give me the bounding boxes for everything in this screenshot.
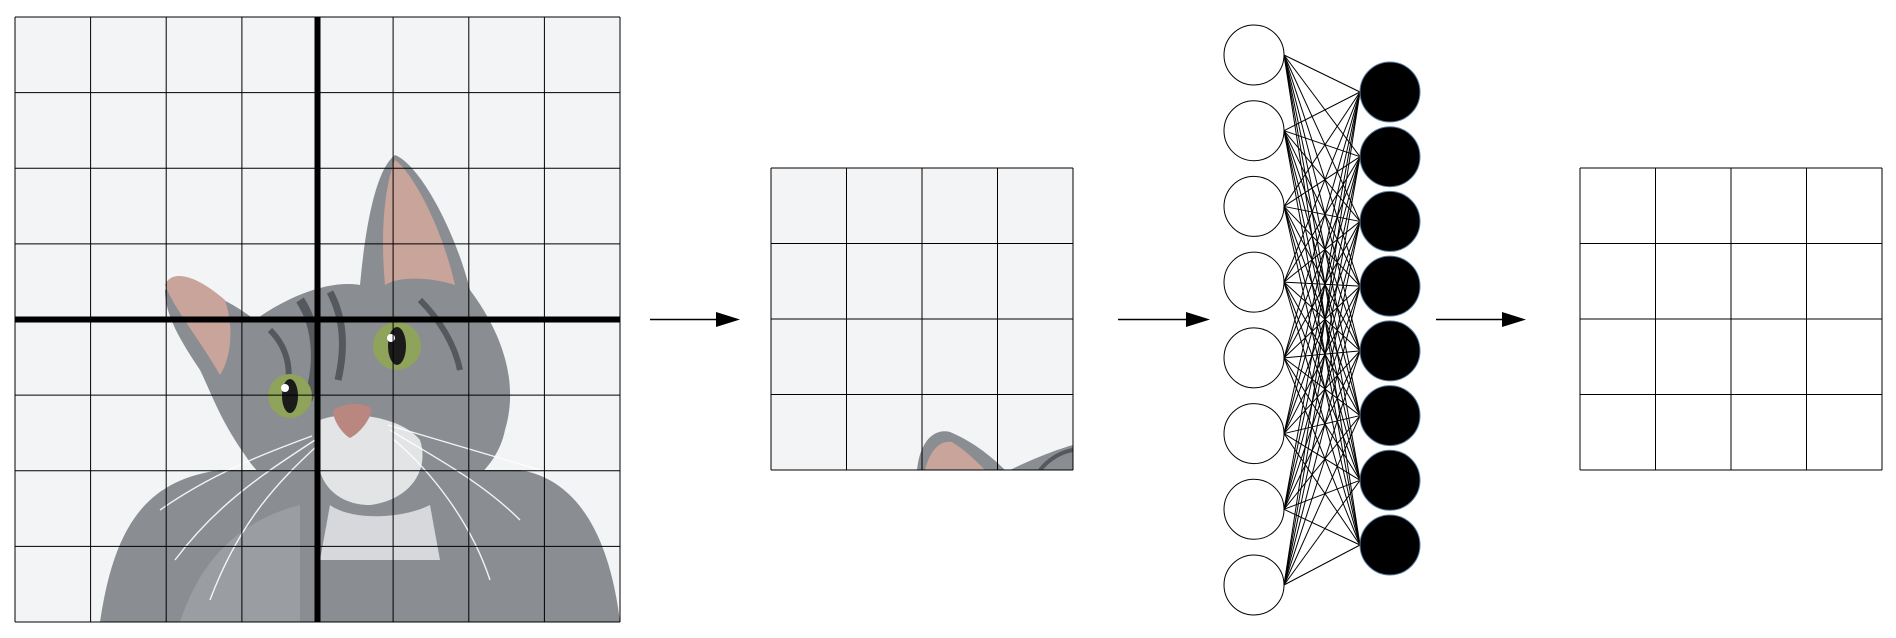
nn-connection <box>1283 130 1361 158</box>
nn-connection <box>1283 350 1361 434</box>
nn-connection <box>1283 54 1361 158</box>
nn-connection <box>1283 285 1361 434</box>
nn-connection <box>1283 91 1361 207</box>
nn-connection <box>1283 156 1361 207</box>
nn-output-node <box>1359 320 1421 382</box>
nn-connection <box>1283 206 1361 416</box>
nn-connection <box>1283 205 1361 222</box>
nn-connection <box>1283 130 1361 222</box>
nn-connection <box>1283 415 1361 586</box>
nn-connection <box>1283 285 1361 359</box>
cat-ear-patch <box>917 431 1073 470</box>
nn-connection <box>1283 286 1361 586</box>
nn-connection <box>1283 350 1361 510</box>
nn-connection <box>1283 206 1361 481</box>
nn-input-node <box>1223 24 1285 86</box>
patch-panel <box>770 167 1074 471</box>
nn-connection <box>1283 285 1361 510</box>
nn-connection <box>1283 156 1361 510</box>
nn-output-node <box>1359 255 1421 317</box>
nn-connection <box>1283 415 1361 435</box>
nn-input-node <box>1223 175 1285 237</box>
nn-connection <box>1283 206 1361 546</box>
output-grid-panel <box>1579 167 1883 471</box>
nn-connection <box>1283 221 1361 283</box>
nn-connection <box>1283 282 1361 546</box>
nn-connection <box>1283 91 1361 132</box>
nn-output-node <box>1359 61 1421 123</box>
nn-connection <box>1283 156 1361 359</box>
nn-input-node <box>1223 251 1285 313</box>
quadrant-split-lines <box>15 17 620 622</box>
nn-connection <box>1283 350 1361 359</box>
nn-connection <box>1283 54 1361 222</box>
nn-connection <box>1283 91 1361 510</box>
nn-connection <box>1283 221 1361 586</box>
nn-connection <box>1283 350 1361 586</box>
nn-connection <box>1283 221 1361 510</box>
nn-input-node <box>1223 478 1285 540</box>
nn-connection <box>1283 54 1361 93</box>
nn-input-node <box>1223 100 1285 162</box>
nn-connection <box>1283 91 1361 434</box>
nn-connection <box>1283 221 1361 434</box>
patch-grid <box>770 167 1074 471</box>
nn-connection <box>1283 54 1361 351</box>
nn-output-node <box>1359 126 1421 188</box>
nn-connection <box>1283 130 1361 287</box>
nn-connection <box>1283 281 1361 352</box>
nn-connection <box>1283 130 1361 352</box>
nn-connection <box>1283 221 1361 359</box>
nn-connection <box>1283 156 1361 434</box>
arrow-right-icon <box>1436 312 1526 327</box>
nn-output-node <box>1359 514 1421 576</box>
nn-input-node <box>1223 327 1285 389</box>
neural-network-nodes <box>1223 24 1421 616</box>
output-grid <box>1579 167 1883 471</box>
nn-connection <box>1283 91 1361 283</box>
nn-connection <box>1283 415 1361 510</box>
nn-connection <box>1283 544 1361 586</box>
neural-network-connections <box>1283 54 1361 586</box>
nn-connection <box>1283 156 1361 283</box>
nn-connection <box>1283 206 1361 287</box>
nn-connection <box>1283 54 1361 416</box>
nn-connection <box>1283 281 1361 287</box>
nn-connection <box>1283 281 1361 416</box>
nn-connection <box>1283 130 1361 416</box>
nn-output-node <box>1359 449 1421 511</box>
nn-connection <box>1283 91 1361 358</box>
arrow-right-icon <box>650 312 740 327</box>
nn-connection <box>1283 54 1361 481</box>
nn-connection <box>1283 206 1361 352</box>
nn-output-node <box>1359 385 1421 447</box>
nn-input-node <box>1223 403 1285 465</box>
nn-connection <box>1283 91 1361 586</box>
nn-connection <box>1283 54 1361 287</box>
input-image-panel <box>14 16 621 623</box>
nn-connection <box>1283 479 1361 586</box>
nn-connection <box>1283 357 1361 416</box>
arrow-right-icon <box>1118 312 1210 327</box>
nn-input-node <box>1223 554 1285 616</box>
nn-connection <box>1283 156 1361 586</box>
nn-output-node <box>1359 190 1421 252</box>
nn-connection <box>1283 130 1361 481</box>
